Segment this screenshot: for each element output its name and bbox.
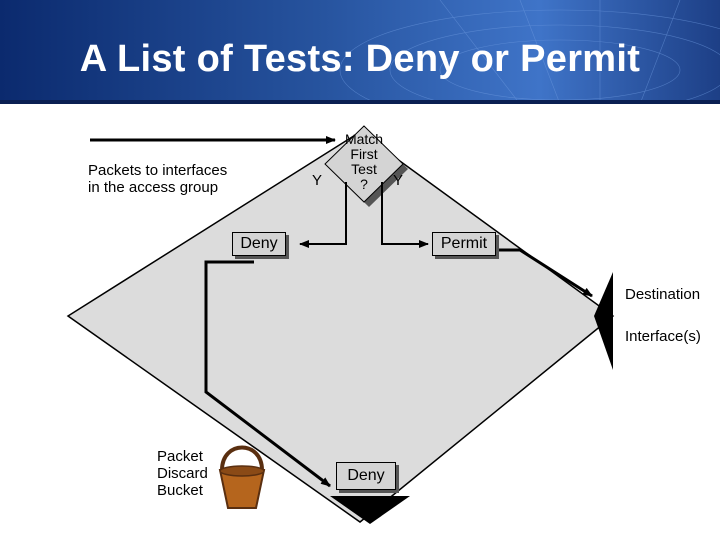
input-label: Packets to interfaces in the access grou… <box>88 162 228 196</box>
deny-box-bottom: Deny <box>336 462 396 490</box>
destination-label: Destination <box>625 286 701 303</box>
bucket-label: Packet Discard Bucket <box>157 448 208 499</box>
permit-branch-line <box>381 182 429 248</box>
match-decision-diamond <box>324 125 404 203</box>
interface-label: Interface(s) <box>625 328 701 345</box>
discard-exit-shape <box>330 496 410 524</box>
deny-to-bottom-arrow <box>204 260 331 488</box>
deny-branch-line <box>299 182 347 248</box>
slide-title: A List of Tests: Deny or Permit <box>79 38 641 80</box>
yes-label-right: Y <box>393 172 404 189</box>
deny-box-top: Deny <box>232 232 286 256</box>
yes-label-left: Y <box>312 172 323 189</box>
match-first-test-label: Match First Test ? <box>344 131 384 192</box>
permit-box: Permit <box>432 232 496 256</box>
destination-exit-shape <box>594 272 613 370</box>
permit-to-destination-arrow <box>498 248 593 298</box>
bucket-icon <box>218 445 266 509</box>
title-banner <box>0 0 720 104</box>
